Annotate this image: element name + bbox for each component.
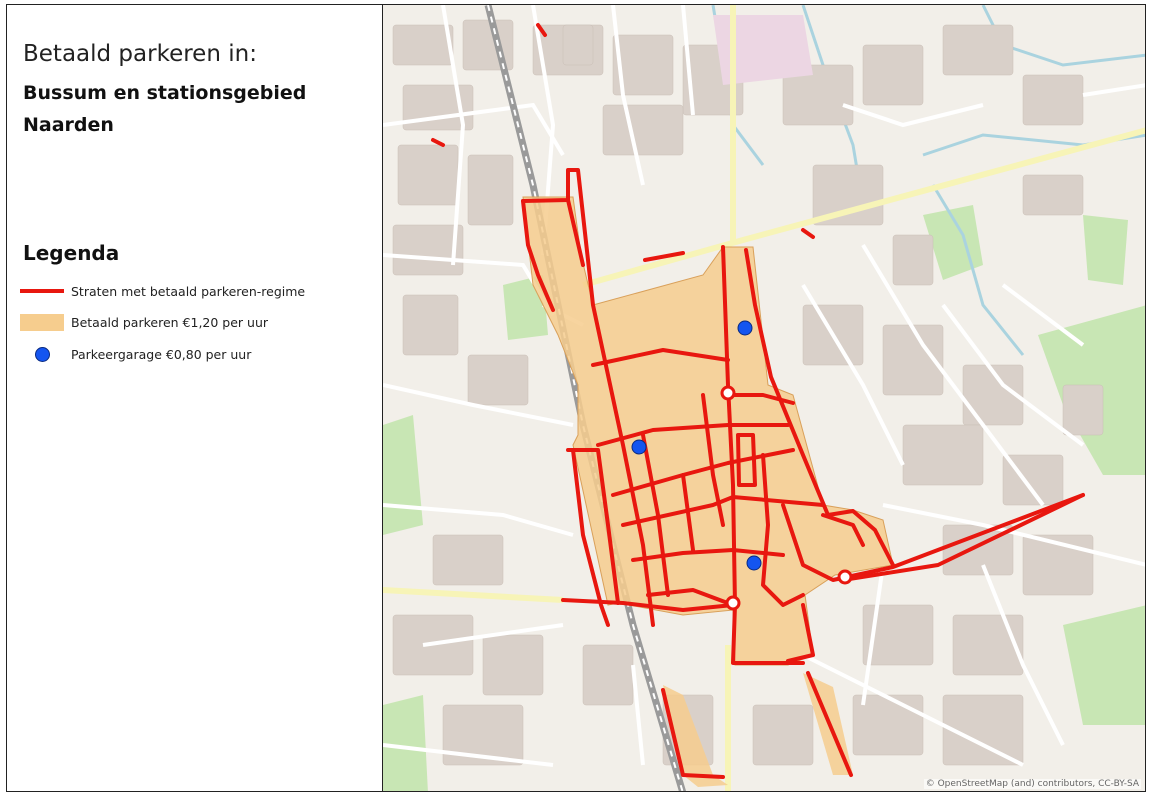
parking-garage-marker[interactable]	[631, 439, 647, 455]
legend-label: Parkeergarage €0,80 per uur	[71, 346, 252, 362]
red-line-symbol	[19, 281, 65, 301]
parking-garage-marker[interactable]	[746, 555, 762, 571]
map-canvas[interactable]	[383, 5, 1146, 792]
legend-item-garage: Parkeergarage €0,80 per uur	[19, 344, 251, 364]
legend-label: Straten met betaald parkeren-regime	[71, 283, 306, 299]
orange-area-symbol	[19, 312, 65, 332]
street-network	[383, 5, 1145, 767]
roundabouts	[720, 385, 853, 611]
green-areas	[383, 205, 1145, 791]
legend-item-paid-area: Betaald parkeren €1,20 per uur	[19, 312, 268, 332]
map-attribution: © OpenStreetMap (and) contributors, CC-B…	[923, 779, 1141, 789]
legend-panel: Betaald parkeren in: Bussum en stationsg…	[6, 4, 382, 792]
main-roads	[383, 5, 1145, 791]
map-view[interactable]: © OpenStreetMap (and) contributors, CC-B…	[382, 4, 1146, 792]
institutional-area	[713, 15, 813, 85]
legend-label: Betaald parkeren €1,20 per uur	[71, 314, 269, 330]
blue-dot-symbol	[19, 344, 65, 364]
map-title: Betaald parkeren in:	[23, 41, 257, 67]
parking-garage-marker[interactable]	[737, 320, 753, 336]
legend-title: Legenda	[23, 241, 120, 265]
legend-item-paid-streets: Straten met betaald parkeren-regime	[19, 281, 305, 301]
paid-streets	[431, 23, 1085, 779]
map-subtitle: Bussum en stationsgebied Naarden	[23, 82, 307, 136]
